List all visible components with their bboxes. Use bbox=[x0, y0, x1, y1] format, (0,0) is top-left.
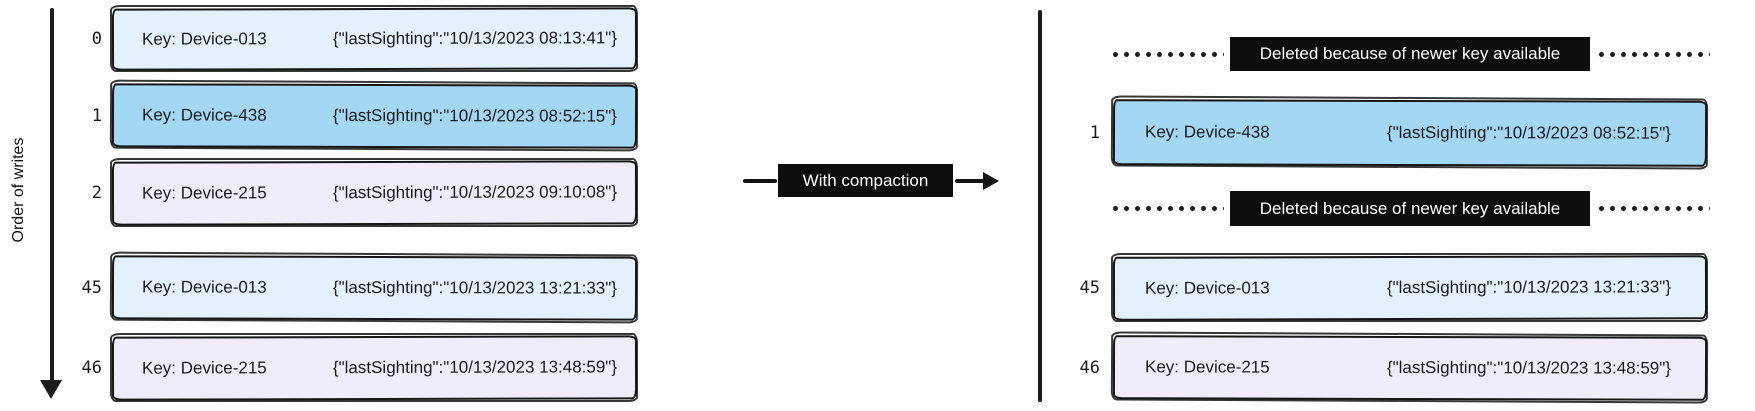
record-box: Key: Device-215 {"lastSighting":"10/13/2… bbox=[1112, 335, 1708, 401]
order-axis-line bbox=[50, 8, 54, 384]
dotted-line bbox=[1110, 51, 1224, 57]
record-index: 46 bbox=[1079, 358, 1100, 378]
right-arrow-icon bbox=[983, 171, 999, 190]
record-row: 46 Key: Device-215 {"lastSighting":"10/1… bbox=[1064, 335, 1708, 401]
connector-line bbox=[955, 179, 985, 183]
segment-divider-line bbox=[1038, 10, 1042, 402]
record-index: 1 bbox=[1089, 123, 1100, 143]
record-box: Key: Device-013 {"lastSighting":"10/13/2… bbox=[111, 7, 638, 71]
record-value: {"lastSighting":"10/13/2023 08:13:41"} bbox=[332, 28, 618, 49]
record-value: {"lastSighting":"10/13/2023 09:10:08"} bbox=[332, 182, 618, 203]
record-value: {"lastSighting":"10/13/2023 13:21:33"} bbox=[332, 277, 618, 298]
dotted-line bbox=[1596, 206, 1710, 211]
record-box: Key: Device-013 {"lastSighting":"10/13/2… bbox=[1112, 255, 1708, 321]
record-box: Key: Device-215 {"lastSighting":"10/13/2… bbox=[111, 335, 638, 401]
record-index: 45 bbox=[1079, 278, 1100, 298]
record-box: Key: Device-013 {"lastSighting":"10/13/2… bbox=[111, 255, 638, 321]
record-value: {"lastSighting":"10/13/2023 13:48:59"} bbox=[332, 357, 618, 378]
record-value: {"lastSighting":"10/13/2023 08:52:15"} bbox=[332, 105, 618, 126]
record-index: 45 bbox=[81, 278, 102, 298]
axis-label: Order of writes bbox=[10, 137, 27, 243]
connector-line bbox=[743, 179, 777, 183]
record-key: Key: Device-215 bbox=[141, 358, 267, 378]
record-row: 45 Key: Device-013 {"lastSighting":"10/1… bbox=[1064, 255, 1708, 321]
record-key: Key: Device-215 bbox=[141, 183, 267, 203]
record-value: {"lastSighting":"10/13/2023 13:48:59"} bbox=[1386, 357, 1672, 378]
record-box: Key: Device-215 {"lastSighting":"10/13/2… bbox=[111, 160, 638, 226]
record-box: Key: Device-438 {"lastSighting":"10/13/2… bbox=[111, 83, 638, 149]
record-row: 45 Key: Device-013 {"lastSighting":"10/1… bbox=[66, 255, 638, 321]
dotted-line bbox=[1596, 51, 1710, 57]
deleted-marker-row: Deleted because of newer key available bbox=[1110, 191, 1710, 226]
record-key: Key: Device-013 bbox=[1144, 278, 1270, 298]
record-key: Key: Device-013 bbox=[141, 29, 267, 49]
deleted-badge: Deleted because of newer key available bbox=[1229, 191, 1591, 226]
record-row: 46 Key: Device-215 {"lastSighting":"10/1… bbox=[66, 335, 638, 401]
record-key: Key: Device-438 bbox=[1144, 122, 1270, 142]
dotted-line bbox=[1110, 206, 1224, 211]
record-key: Key: Device-438 bbox=[141, 105, 267, 125]
record-index: 1 bbox=[91, 106, 102, 126]
compaction-label: With compaction bbox=[778, 164, 953, 197]
record-row: 1 Key: Device-438 {"lastSighting":"10/13… bbox=[66, 83, 638, 149]
record-index: 46 bbox=[81, 358, 102, 378]
down-arrow-icon bbox=[40, 380, 62, 399]
record-key: Key: Device-215 bbox=[1144, 357, 1270, 377]
record-box: Key: Device-438 {"lastSighting":"10/13/2… bbox=[1112, 99, 1708, 167]
record-index: 2 bbox=[91, 183, 102, 203]
record-key: Key: Device-013 bbox=[141, 277, 267, 297]
record-row: 0 Key: Device-013 {"lastSighting":"10/13… bbox=[66, 7, 638, 71]
record-row: 2 Key: Device-215 {"lastSighting":"10/13… bbox=[66, 160, 638, 226]
record-value: {"lastSighting":"10/13/2023 13:21:33"} bbox=[1386, 277, 1672, 298]
deleted-marker-row: Deleted because of newer key available bbox=[1110, 37, 1710, 71]
deleted-badge: Deleted because of newer key available bbox=[1229, 37, 1591, 71]
record-row: 1 Key: Device-438 {"lastSighting":"10/13… bbox=[1064, 99, 1708, 167]
record-value: {"lastSighting":"10/13/2023 08:52:15"} bbox=[1386, 122, 1672, 143]
record-index: 0 bbox=[91, 29, 102, 49]
